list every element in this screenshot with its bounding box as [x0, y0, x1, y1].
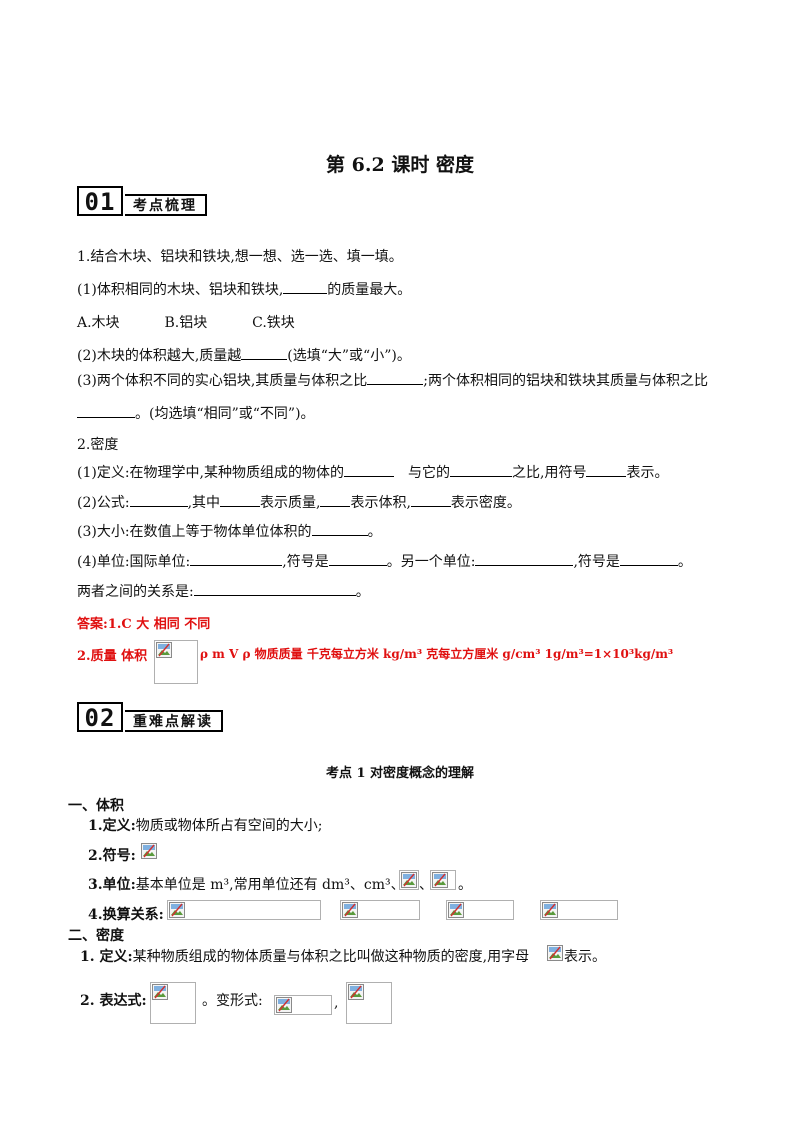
- broken-image-icon: [547, 945, 563, 961]
- broken-image-icon: [276, 997, 292, 1013]
- symbol-image: [140, 842, 158, 860]
- broken-image-icon: [348, 984, 364, 1000]
- broken-image-icon: [448, 902, 464, 918]
- volume-conversion: 4.换算关系:: [88, 907, 164, 923]
- variant-comma: ,: [334, 995, 339, 1011]
- variant-label: 。变形式:: [202, 993, 263, 1009]
- q1-part3-cont: 。(均选填“相同”或“不同”)。: [77, 403, 315, 423]
- broken-image-icon: [432, 872, 448, 888]
- volume-unit: 3.单位:基本单位是 m³,常用单位还有 dm³、cm³、: [88, 877, 405, 893]
- blank: [367, 370, 424, 385]
- heading-volume: 一、体积: [68, 798, 124, 814]
- broken-image-icon: [401, 872, 417, 888]
- section-number: 02: [77, 702, 123, 732]
- answer-line-1: 答案:1.C 大 相同 不同: [77, 617, 211, 632]
- broken-image-icon: [169, 902, 185, 918]
- density-def: 1. 定义:某种物质组成的物体质量与体积之比叫做这种物质的密度,用字母: [80, 949, 530, 965]
- kp1-heading: 考点 1 对密度概念的理解: [325, 766, 475, 781]
- option-c: C.铁块: [252, 315, 295, 331]
- unit-sep: 、: [419, 877, 433, 893]
- q1-part3: (3)两个体积不同的实心铝块,其质量与体积之比;两个体积相同的铝块和铁块其质量与…: [77, 370, 708, 390]
- q2-stem: 2.密度: [77, 437, 119, 453]
- unit-end: 。: [458, 877, 472, 893]
- option-b: B.铝块: [164, 315, 208, 331]
- section-label: 重难点解读: [125, 710, 223, 732]
- q2-formula: (2)公式:,其中表示质量,表示体积,表示密度。: [77, 492, 521, 512]
- broken-image-icon: [542, 902, 558, 918]
- q2-def: (1)定义:在物理学中,某种物质组成的物体的与它的之比,用符号表示。: [77, 462, 668, 482]
- variant-image-2: [346, 982, 392, 1024]
- unit-image-1: [399, 870, 419, 890]
- broken-image-icon: [141, 843, 157, 859]
- q2-size: (3)大小:在数值上等于物体单位体积的。: [77, 521, 382, 541]
- conversion-image-2: [340, 900, 420, 920]
- blank: [283, 279, 328, 294]
- blank: [241, 345, 288, 360]
- broken-image-icon: [152, 984, 168, 1000]
- section-header-02: 02 重难点解读: [77, 702, 227, 732]
- heading-density: 二、密度: [68, 928, 124, 944]
- section-label: 考点梳理: [125, 194, 207, 216]
- conversion-image-1: [167, 900, 321, 920]
- q2-unit: (4)单位:国际单位:,符号是。另一个单位:,符号是。: [77, 551, 692, 571]
- conversion-image-4: [540, 900, 618, 920]
- density-def-end: 表示。: [564, 949, 606, 965]
- q1-stem: 1.结合木块、铝块和铁块,想一想、选一选、填一填。: [77, 249, 403, 265]
- broken-image-icon: [342, 902, 358, 918]
- volume-def: 1.定义:物质或物体所占有空间的大小;: [88, 818, 323, 834]
- q1-part1: (1)体积相同的木块、铝块和铁块,的质量最大。: [77, 279, 411, 299]
- answer-line-2a: 2.质量 体积: [77, 649, 148, 664]
- volume-symbol: 2.符号:: [88, 848, 136, 864]
- formula-image: [154, 640, 198, 684]
- q1-part2: (2)木块的体积越大,质量越(选填“大”或“小”)。: [77, 345, 411, 365]
- expression-image: [150, 982, 196, 1024]
- section-number: 01: [77, 186, 123, 216]
- option-a: A.木块: [77, 315, 120, 331]
- q1-options: A.木块 B.铝块 C.铁块: [77, 312, 295, 332]
- section-header-01: 01 考点梳理: [77, 186, 227, 216]
- q2-relation: 两者之间的关系是:。: [77, 581, 370, 601]
- blank: [77, 403, 135, 418]
- unit-image-2: [430, 870, 456, 890]
- page-title: 第 6.2 课时 密度: [326, 154, 474, 176]
- broken-image-icon: [156, 642, 172, 658]
- conversion-image-3: [446, 900, 514, 920]
- variant-image-1: [274, 995, 332, 1015]
- density-expression: 2. 表达式:: [80, 993, 147, 1009]
- answer-line-2b: ρ m V ρ 物质质量 千克每立方米 kg/m³ 克每立方厘米 g/cm³ 1…: [200, 647, 674, 661]
- density-symbol-image: [546, 944, 564, 962]
